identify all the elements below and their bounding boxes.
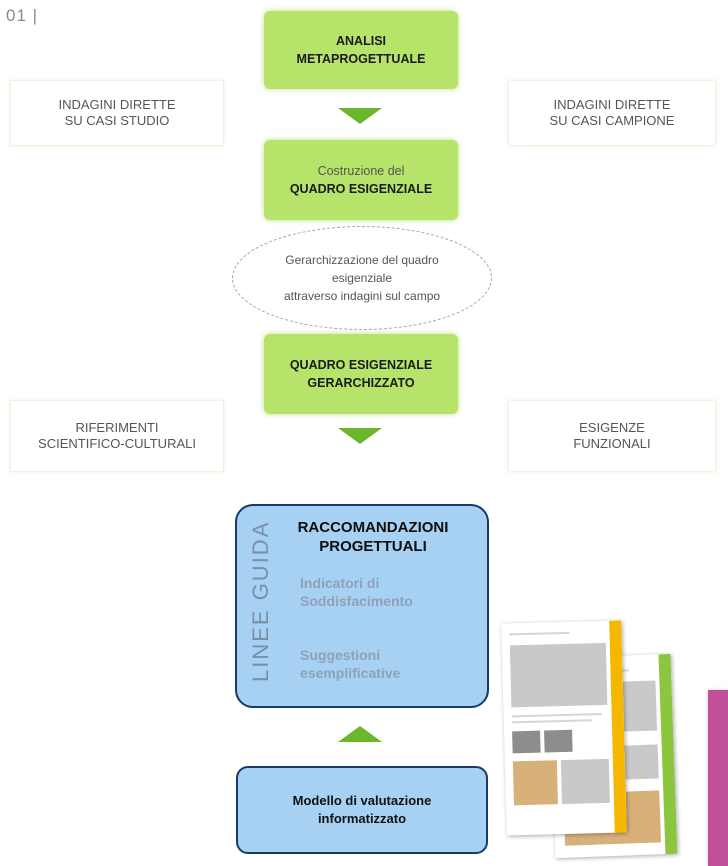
box-analisi-metaprogettuale: ANALISI METAPROGETTUALE bbox=[264, 11, 458, 89]
arrow-up-icon bbox=[338, 726, 382, 742]
arrow-down-icon bbox=[338, 428, 382, 444]
sheet-color-strip bbox=[708, 690, 728, 866]
item-line: esemplificative bbox=[300, 665, 401, 681]
box-line: QUADRO ESIGENZIALE bbox=[289, 358, 433, 372]
title-line: PROGETTUALI bbox=[319, 538, 427, 555]
ellipse-gerarchizzazione: Gerarchizzazione del quadro esigenziale … bbox=[232, 226, 492, 330]
box-riferimenti-scientifico-culturali: RIFERIMENTI SCIENTIFICO-CULTURALI bbox=[10, 400, 224, 472]
box-quadro-esigenziale: Costruzione del QUADRO ESIGENZIALE bbox=[264, 140, 458, 220]
box-modello-valutazione: Modello di valutazione informatizzato bbox=[236, 766, 488, 854]
item-line: Soddisfacimento bbox=[300, 593, 413, 609]
page-number: 01 | bbox=[6, 6, 39, 25]
suggestioni-item: Suggestioni esemplificative bbox=[300, 646, 470, 682]
box-line: FUNZIONALI bbox=[573, 436, 651, 451]
guideline-sheet-thumbnail bbox=[708, 690, 728, 866]
box-line: ANALISI bbox=[336, 34, 386, 48]
box-line: QUADRO ESIGENZIALE bbox=[289, 182, 433, 196]
raccomandazioni-title: RACCOMANDAZIONI PROGETTUALI bbox=[268, 518, 478, 556]
sheet-color-strip bbox=[658, 653, 678, 855]
box-linee-guida bbox=[235, 504, 489, 708]
box-line: SU CASI CAMPIONE bbox=[549, 113, 675, 128]
box-line: Costruzione del bbox=[317, 164, 405, 178]
box-esigenze-funzionali: ESIGENZE FUNZIONALI bbox=[508, 400, 716, 472]
box-line: ESIGENZE bbox=[579, 420, 645, 435]
box-line: METAPROGETTUALE bbox=[296, 52, 426, 66]
box-indagini-casi-campione: INDAGINI DIRETTE SU CASI CAMPIONE bbox=[508, 80, 716, 146]
ellipse-line: Gerarchizzazione del quadro bbox=[285, 253, 439, 267]
item-line: Indicatori di bbox=[300, 575, 380, 591]
ellipse-line: attraverso indagini sul campo bbox=[283, 289, 441, 303]
box-line: SU CASI STUDIO bbox=[64, 113, 170, 128]
box-line: RIFERIMENTI bbox=[75, 420, 159, 435]
box-line: informatizzato bbox=[317, 811, 407, 826]
title-line: RACCOMANDAZIONI bbox=[297, 519, 449, 536]
box-quadro-gerarchizzato: QUADRO ESIGENZIALE GERARCHIZZATO bbox=[264, 334, 458, 414]
indicatori-item: Indicatori di Soddisfacimento bbox=[300, 574, 470, 610]
box-line: SCIENTIFICO-CULTURALI bbox=[38, 436, 196, 451]
arrow-down-icon bbox=[338, 108, 382, 124]
guideline-sheet-thumbnail bbox=[501, 620, 627, 836]
box-line: INDAGINI DIRETTE bbox=[58, 97, 176, 112]
ellipse-line: esigenziale bbox=[331, 271, 393, 285]
box-line: INDAGINI DIRETTE bbox=[553, 97, 671, 112]
item-line: Suggestioni bbox=[300, 647, 381, 663]
box-line: Modello di valutazione bbox=[292, 793, 432, 808]
box-line: GERARCHIZZATO bbox=[307, 376, 415, 390]
box-indagini-casi-studio: INDAGINI DIRETTE SU CASI STUDIO bbox=[10, 80, 224, 146]
